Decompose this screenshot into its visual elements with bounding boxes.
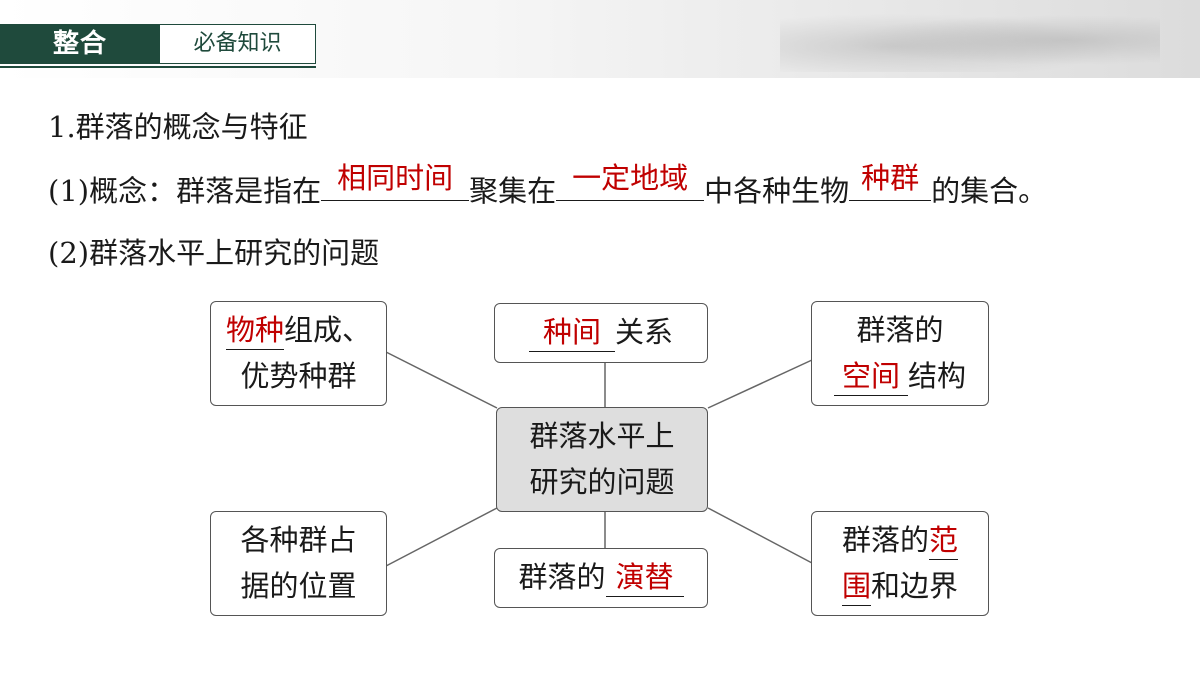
node-bottom-left-line1: 各种群占 [240,523,357,557]
node-top-right-text: 结构 [908,359,967,393]
node-bottom-left-line2: 据的位置 [240,569,357,603]
node-center-line2: 研究的问题 [529,465,675,499]
blank-3-answer: 种群 [861,161,920,195]
concept-suffix: 的集合。 [931,174,1048,208]
node-bottom-right-answer-1: 范 [929,521,959,560]
blank-2-answer: 一定地域 [572,161,689,195]
blank-1: 相同时间 [321,162,470,201]
concept-mid-1: 聚集在 [469,174,557,208]
blank-1-answer: 相同时间 [337,161,454,195]
header-decoration [780,8,1160,72]
node-bottom-right-text: 群落的 [841,523,929,557]
sub-heading: (2)群落水平上研究的问题 [48,236,380,270]
node-top-left: 物种组成、 优势种群 [210,301,387,406]
connector-bottom-left [385,507,498,567]
node-top-left-line2: 优势种群 [240,359,357,393]
section-tag-primary: 整合 [0,24,160,64]
node-bottom-right-line2: 和边界 [871,569,959,603]
node-top-right-answer: 空间 [833,357,908,396]
node-bottom-mid-text: 群落的 [518,560,606,594]
node-top-left-text: 组成、 [284,313,372,347]
node-center-line1: 群落水平上 [529,419,675,453]
node-top-right: 群落的 空间结构 [811,301,989,406]
blank-3: 种群 [849,162,932,201]
concept-prefix: (1)概念：群落是指在 [48,174,322,208]
concept-mid-2: 中各种生物 [704,174,850,208]
node-bottom-right-answer-2: 围 [841,567,871,606]
node-top-mid-answer: 种间 [528,313,615,352]
section-heading: 1.群落的概念与特征 [48,110,308,144]
node-top-mid-text: 关系 [615,315,674,349]
node-top-left-answer: 物种 [225,311,284,350]
section-tag-underline [0,66,316,68]
node-bottom-right: 群落的范 围和边界 [811,511,989,616]
section-tag-secondary: 必备知识 [160,24,316,64]
concept-line: (1)概念：群落是指在相同时间聚集在一定地域中各种生物种群的集合。 [48,162,1048,211]
node-bottom-mid: 群落的演替 [494,548,708,608]
node-center: 群落水平上 研究的问题 [496,407,708,512]
node-top-right-line1: 群落的 [856,313,944,347]
connector-top-left [385,351,498,409]
node-bottom-mid-answer: 演替 [605,558,684,597]
node-top-mid: 种间关系 [494,303,708,363]
blank-2: 一定地域 [556,162,705,201]
connector-top-right [707,359,813,409]
connector-bottom-right [707,507,813,564]
node-bottom-left: 各种群占 据的位置 [210,511,387,616]
